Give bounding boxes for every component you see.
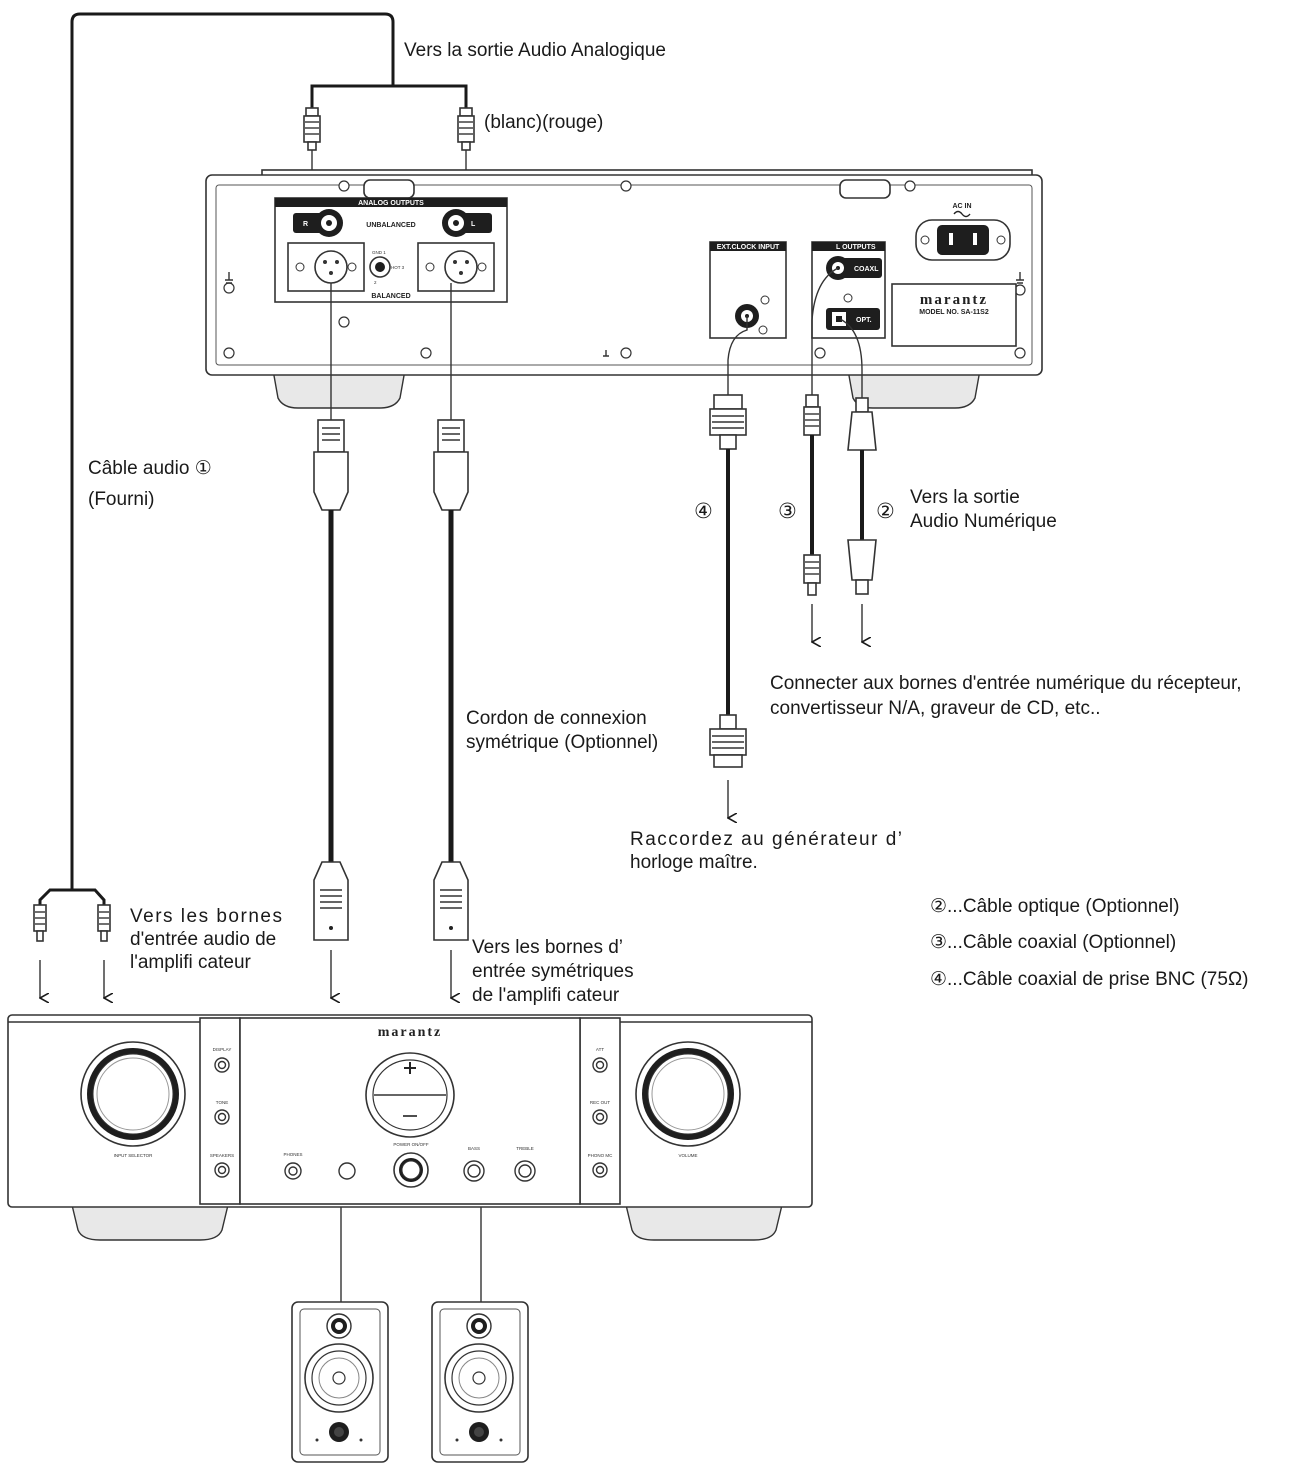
label-coax: COAXL [854,266,879,273]
label-ac-in: AC IN [952,203,971,210]
label-num-2: ② [876,499,895,523]
label-unbalanced: UNBALANCED [366,222,415,229]
label-opt: OPT. [856,317,872,324]
svg-text:HOT 3: HOT 3 [391,265,405,270]
coaxial-cable-3 [803,267,839,642]
label-cordon-1: Cordon de connexion [466,708,647,729]
speaker-right [431,1301,529,1463]
label-cable-audio: Câble audio ① [88,458,212,479]
label-balanced: BALANCED [371,293,410,300]
label-analog-output: Vers la sortie Audio Analogique [404,40,666,61]
label-num-3: ③ [778,499,797,523]
label-speakers: SPEAKERS [210,1153,234,1158]
cable-legend: ②...Câble optique (Optionnel) ③...Câble … [930,896,1248,990]
rca-plug-red [457,107,475,212]
label-volume: VOLUME [678,1153,697,1158]
speaker-left [291,1301,389,1463]
xlr-cable-right [313,283,349,998]
svg-text:GND 1: GND 1 [372,250,386,255]
legend-item: ④...Câble coaxial de prise BNC (75Ω) [930,969,1248,990]
label-power: POWER ON/OFF [393,1142,428,1147]
rca-plugs-amp-input [33,904,110,998]
optical-cable-2 [839,318,877,642]
label-tone: TONE [216,1100,228,1105]
label-raccordez-1: Raccordez au générateur d’ [630,829,903,850]
label-input-selector: INPUT SELECTOR [114,1153,154,1158]
label-connecter-1: Connecter aux bornes d'entrée numérique … [770,673,1242,694]
label-fourni: (Fourni) [88,489,155,510]
label-display: DISPLAY [213,1047,232,1052]
label-analog-outputs: ANALOG OUTPUTS [358,200,424,207]
label-numerique-1: Vers la sortie [910,487,1020,508]
legend-item: ②...Câble optique (Optionnel) [930,896,1179,917]
label-digital-outputs: L OUTPUTS [836,244,876,251]
label-treble: TREBLE [516,1146,534,1151]
amplifier-front-panel: INPUT SELECTOR VOLUME DISPLAY TONE SPEAK… [7,1014,813,1241]
label-phones: PHONES [283,1152,302,1157]
label-connecter-2: convertisseur N/A, graveur de CD, etc.. [770,698,1101,719]
label-blanc-rouge: (blanc)(rouge) [484,112,603,133]
label-raccordez-2: horloge maître. [630,852,758,873]
label-amp-bal-3: de l'amplifi cateur [472,985,620,1006]
label-rec-out: REC OUT [590,1100,611,1105]
label-phono: PHONO MC [588,1153,614,1158]
audio-cable-1 [38,12,468,905]
label-amp-bal-1: Vers les bornes d’ [472,937,623,958]
label-cordon-2: symétrique (Optionnel) [466,732,658,753]
label-att: ATT [596,1047,604,1052]
label-ext-clock: EXT.CLOCK INPUT [717,244,780,251]
bnc-cable-4 [709,316,748,818]
label-numerique-2: Audio Numérique [910,511,1057,532]
label-jack-l: L [471,221,476,228]
legend-item: ③...Câble coaxial (Optionnel) [930,932,1176,953]
label-jack-r: R [303,221,308,228]
label-num-4: ④ [694,499,713,523]
player-brand-logo: marantz [920,292,988,308]
label-amp-in-3: l'amplifi cateur [130,952,252,973]
xlr-cable-left [433,283,469,998]
cd-player-rear-panel: ANALOG OUTPUTS R L UNBALANCED GND 1 HOT … [205,169,1043,409]
svg-text:2: 2 [374,280,377,285]
label-amp-in-2: d'entrée audio de [130,929,276,950]
label-model: MODEL NO. SA-11S2 [919,309,989,316]
label-bass: BASS [468,1146,480,1151]
amplifier-brand-logo: marantz [378,1025,443,1040]
label-amp-in-1: Vers les bornes [130,906,283,927]
label-amp-bal-2: entrée symétriques [472,961,634,982]
